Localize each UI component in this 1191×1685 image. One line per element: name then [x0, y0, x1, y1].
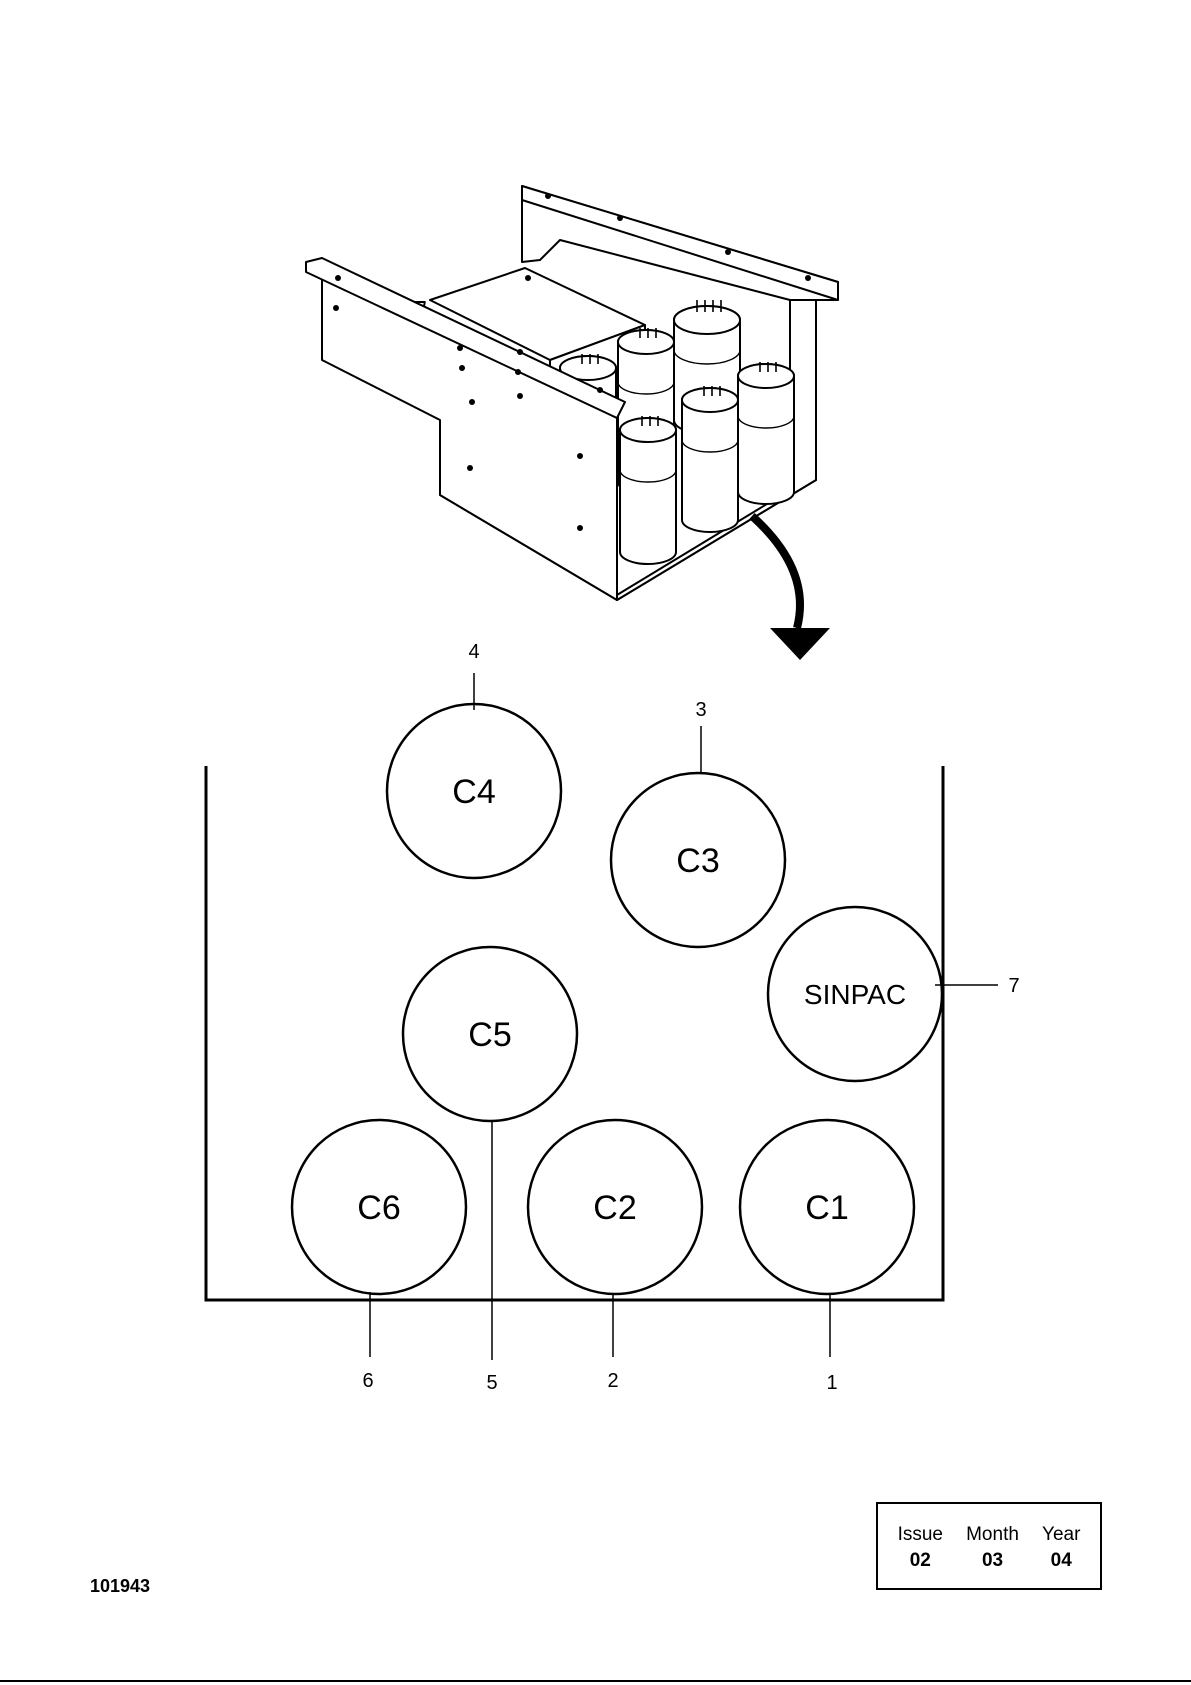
capacitor-housing-illustration: [306, 186, 838, 600]
month-value: 03: [982, 1550, 1003, 1572]
year-value: 04: [1051, 1550, 1072, 1572]
month-label: Month: [966, 1524, 1019, 1546]
callout-3: 3: [695, 699, 706, 721]
issue-label: Issue: [898, 1524, 943, 1546]
capacitor-c6-label: C6: [357, 1189, 400, 1227]
page-bottom-rule: [0, 1680, 1191, 1682]
callout-7: 7: [1008, 975, 1019, 997]
capacitor-c3-label: C3: [676, 842, 719, 880]
capacitor-c2-label: C2: [593, 1189, 636, 1227]
year-column: Year 04: [1042, 1524, 1080, 1588]
callout-1: 1: [826, 1372, 837, 1394]
callout-5: 5: [486, 1372, 497, 1394]
capacitor-c1-label: C1: [805, 1189, 848, 1227]
issue-column: Issue 02: [898, 1524, 943, 1588]
capacitor-sinpac-label: SINPAC: [804, 979, 906, 1010]
year-label: Year: [1042, 1524, 1080, 1546]
document-number: 101943: [90, 1576, 150, 1597]
issue-value: 02: [910, 1550, 931, 1572]
capacitor-c5-label: C5: [468, 1016, 511, 1054]
callout-6: 6: [362, 1370, 373, 1392]
issue-date-box: Issue 02 Month 03 Year 04: [876, 1502, 1102, 1590]
view-direction-arrow: [752, 516, 830, 660]
callout-2: 2: [607, 1370, 618, 1392]
month-column: Month 03: [966, 1524, 1019, 1588]
capacitor-c4-label: C4: [452, 773, 495, 811]
callout-4: 4: [468, 641, 479, 663]
